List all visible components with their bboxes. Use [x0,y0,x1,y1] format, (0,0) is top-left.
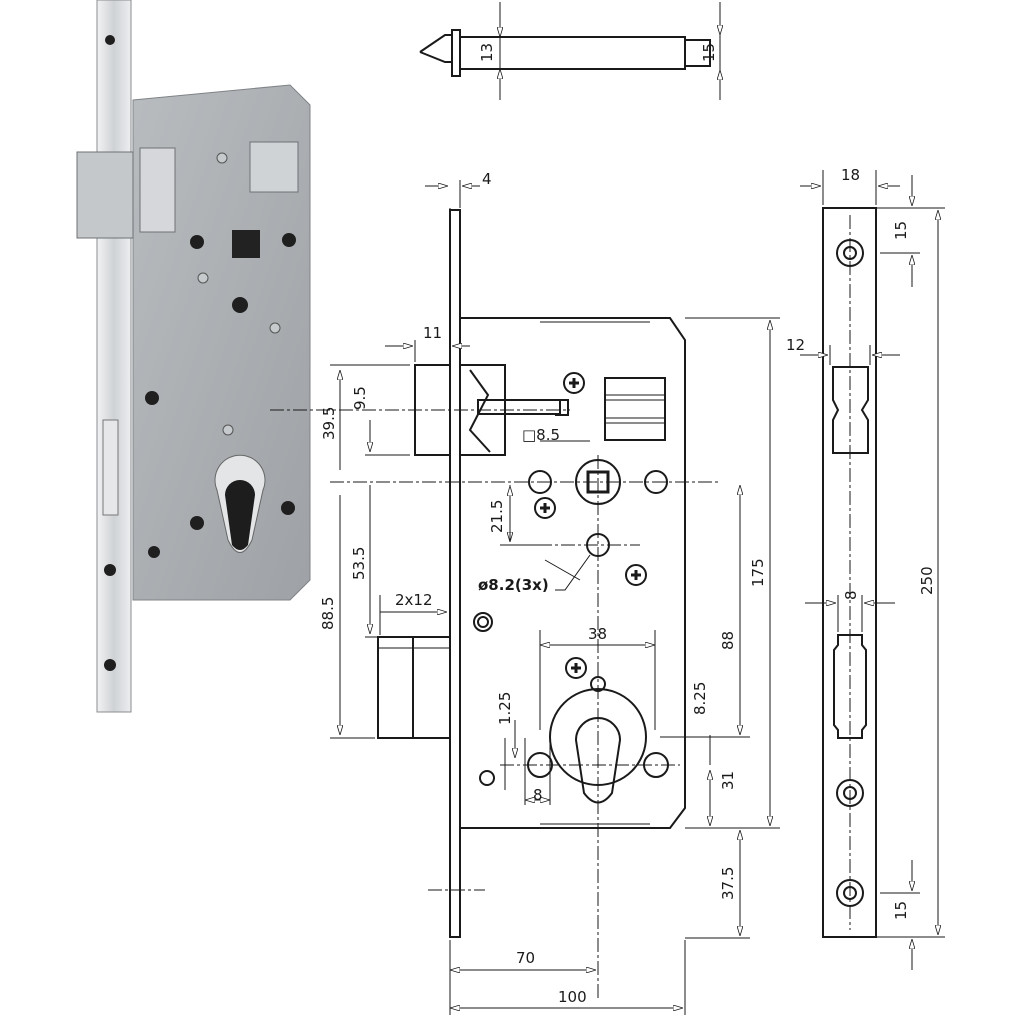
follower-square [232,230,260,258]
dim-hole-diameter: ø8.2(3x) [478,576,549,594]
top-latch-outline [419,34,711,67]
side-faceplate-outline [822,207,877,938]
lock-dogs-front [604,377,666,441]
lock-dogs [249,141,299,193]
faceplate-view: 18 15 12 250 8 15 [786,166,945,970]
dim-8-25: 8.25 [691,682,709,715]
dim-bottom-hole-15: 15 [892,901,910,920]
dim-latch-12: 12 [786,336,805,354]
dim-31: 31 [719,771,737,790]
case-edge-lines [540,321,650,825]
screw-icon [563,372,585,394]
dim-53-5: 53.5 [350,547,368,580]
deadbolt-opening [833,634,867,739]
screws [197,152,281,436]
screw-icon [565,657,587,679]
dim-88: 88 [719,631,737,650]
cylinder-profile-hole [574,717,622,804]
top-extension-lines [499,2,721,100]
dimension-lines [330,180,780,1015]
faceplate-screw-holes [836,239,864,907]
dim-top-15: 15 [700,43,718,62]
dim-top-13: 13 [478,43,496,62]
top-view: 13 15 [419,2,721,100]
lock-photo [76,0,311,713]
dim-9-5: 9.5 [351,386,369,410]
dim-8-front: 8 [533,786,543,804]
centerlines [270,409,720,1000]
cylinder-hole [224,479,255,550]
dim-backset-70: 70 [516,949,535,967]
dim-37-5: 37.5 [719,867,737,900]
ring-hole-inner [477,616,489,628]
dim-faceplate-4: 4 [482,170,492,188]
latch-opening [832,366,869,454]
top-faceplate [451,29,461,77]
screw-icon [625,564,647,586]
dim-square-8-5: □8.5 [522,426,560,444]
lock-dogs-lines [605,394,665,424]
screw-icon [534,497,556,519]
dim-39-5: 39.5 [320,407,338,440]
latch-rod [477,399,561,415]
dim-88-5: 88.5 [319,597,337,630]
lock-case [132,84,311,601]
dim-cylinder-38: 38 [588,625,607,643]
ring-hole [473,612,493,632]
latch-housing [139,147,176,233]
dim-1-25: 1.25 [496,692,514,725]
side-dimension-lines [800,170,945,970]
screw-icons [534,372,647,679]
bolt-slot [102,419,119,516]
front-view: 4 11 39.5 9.5 □8.5 21.5 53.5 88.5 2x12 ø… [270,170,780,1015]
dim-2x12: 2x12 [395,591,433,609]
front-case-outline [460,317,686,829]
small-hole [479,770,495,786]
dim-case-100: 100 [558,988,587,1006]
dim-21-5: 21.5 [488,500,506,533]
dim-latch-11: 11 [423,324,442,342]
dim-250: 250 [918,566,936,595]
latch-bolt [76,151,134,239]
dim-175: 175 [749,558,767,587]
faceplate [96,0,132,713]
front-faceplate [449,209,461,938]
dim-top-hole-15: 15 [892,221,910,240]
case-holes [104,35,296,671]
dim-8-side: 8 [842,590,860,600]
dim-width-18: 18 [841,166,860,184]
hub-side-hole [644,470,668,494]
